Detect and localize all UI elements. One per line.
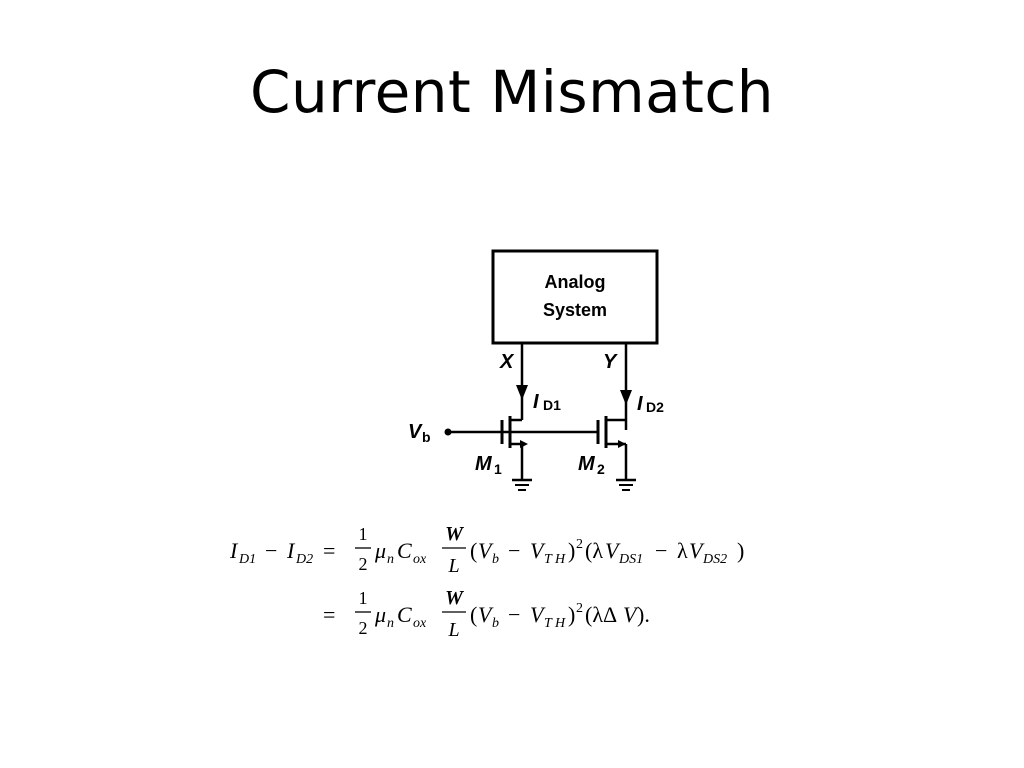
svg-text:=: = bbox=[323, 602, 335, 627]
svg-text:T H: T H bbox=[544, 552, 566, 567]
svg-text:).: ). bbox=[637, 602, 650, 627]
svg-text:L: L bbox=[447, 619, 459, 641]
m2-label: M bbox=[578, 453, 596, 475]
svg-text:(: ( bbox=[470, 538, 477, 563]
svg-text:−: − bbox=[508, 602, 520, 627]
svg-text:1: 1 bbox=[359, 588, 368, 608]
svg-text:T H: T H bbox=[544, 616, 566, 631]
vb-label: V bbox=[408, 421, 423, 443]
m1-label: M bbox=[475, 453, 493, 475]
svg-text:n: n bbox=[387, 616, 394, 631]
svg-text:V: V bbox=[530, 538, 546, 563]
svg-text:): ) bbox=[737, 538, 744, 563]
svg-text:b: b bbox=[492, 616, 499, 631]
svg-text:ox: ox bbox=[413, 552, 427, 567]
svg-text:2: 2 bbox=[576, 601, 583, 616]
svg-text:−: − bbox=[508, 538, 520, 563]
svg-text:λ: λ bbox=[677, 538, 688, 563]
svg-text:−: − bbox=[655, 538, 667, 563]
m1-sub: 1 bbox=[494, 461, 502, 477]
svg-text:I: I bbox=[229, 538, 239, 563]
svg-text:(λΔ: (λΔ bbox=[585, 602, 617, 627]
equation-line-1: I D1 − I D2 = 1 2 μ n C ox W L ( V b − V… bbox=[229, 523, 744, 577]
svg-text:2: 2 bbox=[359, 554, 368, 574]
current2-sub: D2 bbox=[646, 399, 664, 415]
current1-sub: D1 bbox=[543, 397, 561, 413]
svg-text:ox: ox bbox=[413, 616, 427, 631]
svg-text:C: C bbox=[397, 538, 412, 563]
svg-text:V: V bbox=[478, 538, 494, 563]
svg-text:W: W bbox=[445, 523, 464, 545]
svg-text:n: n bbox=[387, 552, 394, 567]
svg-text:−: − bbox=[265, 538, 277, 563]
node-x-label: X bbox=[499, 351, 515, 373]
svg-text:DS2: DS2 bbox=[702, 552, 727, 567]
analog-system-box bbox=[491, 249, 659, 345]
svg-text:C: C bbox=[397, 602, 412, 627]
svg-text:μ: μ bbox=[374, 538, 386, 563]
arrow-id2 bbox=[620, 390, 632, 405]
svg-text:(λ: (λ bbox=[585, 538, 603, 563]
mismatch-equation: I D1 − I D2 = 1 2 μ n C ox W L ( V b − V… bbox=[229, 523, 744, 641]
svg-text:V: V bbox=[478, 602, 494, 627]
vb-sub: b bbox=[422, 429, 431, 445]
slide-title: Current Mismatch bbox=[249, 58, 775, 126]
svg-text:): ) bbox=[568, 538, 575, 563]
svg-text:W: W bbox=[445, 587, 464, 609]
svg-text:V: V bbox=[623, 602, 639, 627]
current2-label: I bbox=[637, 393, 643, 415]
svg-text:b: b bbox=[492, 552, 499, 567]
svg-text:D2: D2 bbox=[295, 552, 313, 567]
svg-text:L: L bbox=[447, 555, 459, 577]
svg-text:V: V bbox=[530, 602, 546, 627]
box-label-line2: System bbox=[543, 300, 607, 320]
svg-text:V: V bbox=[689, 538, 705, 563]
arrow-id1 bbox=[516, 385, 528, 400]
m2-sub: 2 bbox=[597, 461, 605, 477]
svg-text:=: = bbox=[323, 538, 335, 563]
svg-text:I: I bbox=[286, 538, 296, 563]
svg-text:2: 2 bbox=[576, 537, 583, 552]
svg-text:μ: μ bbox=[374, 602, 386, 627]
svg-text:): ) bbox=[568, 602, 575, 627]
m2-source-arrow bbox=[618, 440, 626, 448]
svg-text:1: 1 bbox=[359, 524, 368, 544]
current1-label: I bbox=[533, 391, 539, 413]
box-label-line1: Analog bbox=[545, 272, 606, 292]
svg-text:(: ( bbox=[470, 602, 477, 627]
svg-text:D1: D1 bbox=[238, 552, 256, 567]
equation-line-2: = 1 2 μ n C ox W L ( V b − V T H ) 2 (λΔ… bbox=[323, 587, 650, 641]
current-mirror-schematic: Analog System X I D1 Y I D2 V b M 1 M 2 bbox=[408, 249, 664, 491]
svg-text:DS1: DS1 bbox=[618, 552, 643, 567]
node-y-label: Y bbox=[603, 351, 618, 373]
svg-text:V: V bbox=[605, 538, 621, 563]
svg-text:2: 2 bbox=[359, 618, 368, 638]
